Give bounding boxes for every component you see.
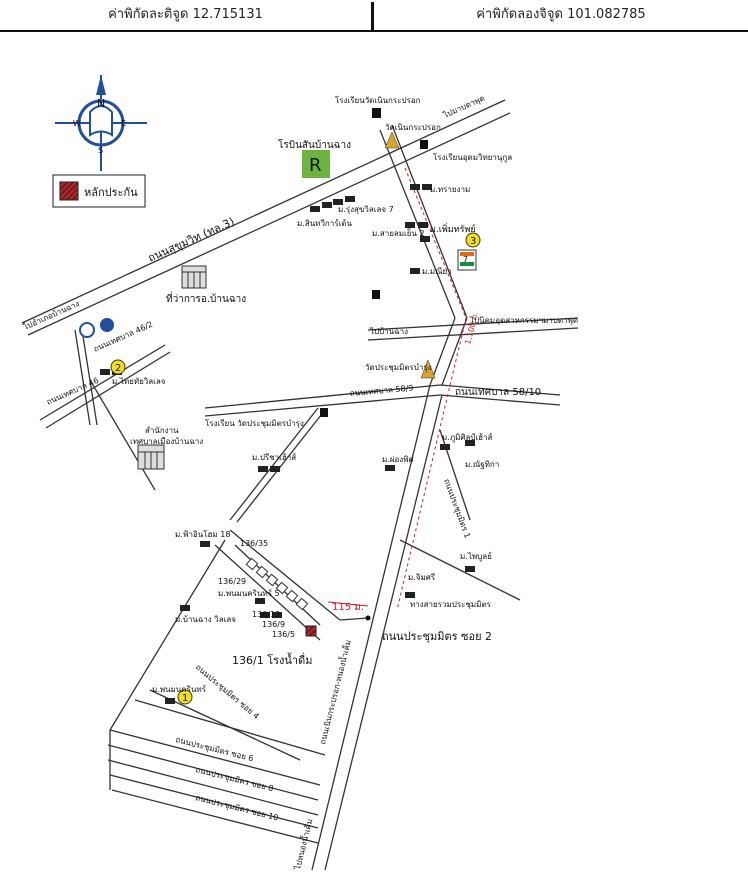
header-underline (0, 30, 748, 32)
robinson-icon: R (302, 150, 330, 178)
temple-icon (384, 131, 436, 379)
svg-text:โรบินสันบ้านฉาง: โรบินสันบ้านฉาง (278, 138, 351, 151)
svg-text:โรงเรียนอุดมวิทยานุกูล: โรงเรียนอุดมวิทยานุกูล (433, 152, 512, 163)
svg-text:ไปนิคมอุตสาหกรรมฯมาบตาพุด: ไปนิคมอุตสาหกรรมฯมาบตาพุด (469, 316, 578, 325)
svg-text:ม.ทรายงาม: ม.ทรายงาม (430, 185, 470, 194)
svg-text:ม.ไพบูลย์: ม.ไพบูลย์ (460, 551, 492, 562)
svg-text:115 ม.: 115 ม. (332, 602, 364, 613)
svg-text:ถนนเทศบาล 58/10: ถนนเทศบาล 58/10 (455, 387, 541, 398)
svg-text:ถนนประชุมมิตร ซอย 2: ถนนประชุมมิตร ซอย 2 (382, 630, 492, 643)
subject-property-marker (305, 625, 317, 637)
svg-text:3: 3 (470, 236, 476, 247)
svg-text:ม.สายลมเย็น 2: ม.สายลมเย็น 2 (372, 228, 425, 238)
svg-text:โรงเรียน วัดประชุมมิตรบำรุง: โรงเรียน วัดประชุมมิตรบำรุง (205, 418, 304, 428)
svg-text:ม.พนมนครินทร์: ม.พนมนครินทร์ (152, 684, 207, 694)
svg-text:ม.ฟ้าอินโฮม 18: ม.ฟ้าอินโฮม 18 (175, 529, 230, 539)
svg-text:ม.จิมศรี: ม.จิมศรี (408, 573, 436, 582)
svg-text:ม.สินทวีการ์เด้น: ม.สินทวีการ์เด้น (297, 218, 352, 228)
latitude-text: ค่าพิกัดละติจูด 12.715131 (108, 7, 263, 22)
svg-text:ไปอำเภอบ้านฉาง: ไปอำเภอบ้านฉาง (21, 299, 81, 332)
header-divider (371, 2, 374, 30)
svg-text:ถนนประชุมมิตร 1: ถนนประชุมมิตร 1 (442, 478, 472, 540)
village-icons (100, 184, 475, 704)
svg-text:136/13: 136/13 (252, 610, 280, 619)
svg-text:7: 7 (463, 255, 468, 264)
svg-text:E: E (121, 119, 126, 128)
svg-text:ม.ณัฐทิกา: ม.ณัฐทิกา (465, 460, 499, 469)
svg-text:ม.มณียา: ม.มณียา (422, 267, 452, 276)
svg-text:ทางสายรวมประชุมมิตร: ทางสายรวมประชุมมิตร (410, 600, 492, 609)
distance-route (396, 167, 467, 611)
compass-icon: N W E S (55, 75, 147, 171)
svg-text:ถนนประชุมมิตร ซอย 10: ถนนประชุมมิตร ซอย 10 (195, 793, 280, 822)
svg-text:S: S (98, 146, 103, 155)
svg-text:วัดเนินกระปรอก: วัดเนินกระปรอก (385, 123, 441, 132)
numbered-markers: 3 2 1 (110, 232, 481, 705)
row-houses (245, 557, 309, 611)
longitude-text: ค่าพิกัดลองจิจูด 101.082785 (476, 7, 646, 22)
svg-text:136/9: 136/9 (262, 620, 285, 629)
svg-text:ม.ผ่องพิศ: ม.ผ่องพิศ (382, 455, 414, 464)
svg-text:1: 1 (182, 693, 188, 704)
svg-text:2: 2 (115, 363, 121, 374)
svg-text:ม.ภูมิศิลป์เฮ้าส์: ม.ภูมิศิลป์เฮ้าส์ (442, 432, 493, 443)
svg-text:ถนนสุขุมวิท (ทล.3): ถนนสุขุมวิท (ทล.3) (146, 215, 236, 265)
svg-text:โรงเรียนวัดเนินกระปรอก: โรงเรียนวัดเนินกระปรอก (335, 95, 421, 105)
municipal-office-icon (137, 444, 165, 470)
svg-text:ที่ว่าการอ.บ้านฉาง: ที่ว่าการอ.บ้านฉาง (166, 291, 246, 305)
bank-icon (79, 318, 114, 338)
seven-eleven-icon: 7 (457, 249, 477, 271)
svg-text:136/29: 136/29 (218, 577, 246, 586)
school-icon (320, 108, 428, 417)
coordinate-header: ค่าพิกัดละติจูด 12.715131 ค่าพิกัดลองจิจ… (0, 0, 748, 32)
svg-text:เทศบาลเมืองบ้านฉาง: เทศบาลเมืองบ้านฉาง (130, 437, 203, 446)
svg-text:ไปมาบตาพุด: ไปมาบตาพุด (441, 94, 486, 121)
legend-box: หลักประกัน (52, 174, 146, 208)
svg-text:R: R (309, 155, 322, 176)
svg-text:สำนักงาน: สำนักงาน (145, 426, 179, 435)
svg-text:ไปบ้านฉาง: ไปบ้านฉาง (369, 327, 408, 336)
road-network (21, 99, 579, 871)
svg-text:ถนนประชุมมิตร ซอย 6: ถนนประชุมมิตร ซอย 6 (175, 735, 255, 763)
svg-text:ถนนเทศบาล 58/9: ถนนเทศบาล 58/9 (349, 383, 413, 398)
svg-text:ม.บ้านฉาง วิลเลจ: ม.บ้านฉาง วิลเลจ (175, 615, 236, 624)
svg-text:ม.เพิ่มทรัพย์: ม.เพิ่มทรัพย์ (430, 222, 476, 235)
svg-text:ม.พนมนครินทร์ 5: ม.พนมนครินทร์ 5 (218, 588, 280, 598)
svg-text:ไปหนองน้ำเค็ม: ไปหนองน้ำเค็ม (291, 817, 314, 871)
svg-text:วัดประชุมมิตรบำรุง: วัดประชุมมิตรบำรุง (365, 363, 432, 372)
svg-text:หลักประกัน: หลักประกัน (84, 186, 138, 199)
svg-text:N: N (97, 97, 105, 110)
district-office-icon (181, 265, 207, 289)
svg-text:ถนนเนินกระปรอก-หนองน้ำเค็ม: ถนนเนินกระปรอก-หนองน้ำเค็ม (316, 638, 353, 745)
svg-text:W: W (73, 119, 81, 128)
svg-text:ม.ไทยทัยวิลเลจ: ม.ไทยทัยวิลเลจ (112, 377, 166, 386)
distance-115-line (327, 601, 369, 607)
svg-text:136/5: 136/5 (272, 630, 295, 639)
svg-text:136/1 โรงน้ำดื่ม: 136/1 โรงน้ำดื่ม (232, 652, 312, 667)
junction-dot (365, 615, 371, 621)
svg-text:ม.ปรีชาเฮ้าส์: ม.ปรีชาเฮ้าส์ (252, 452, 296, 462)
svg-text:ม.รุ่งสุขวิลเลจ 7: ม.รุ่งสุขวิลเลจ 7 (338, 205, 394, 214)
svg-text:136/35: 136/35 (240, 539, 268, 548)
